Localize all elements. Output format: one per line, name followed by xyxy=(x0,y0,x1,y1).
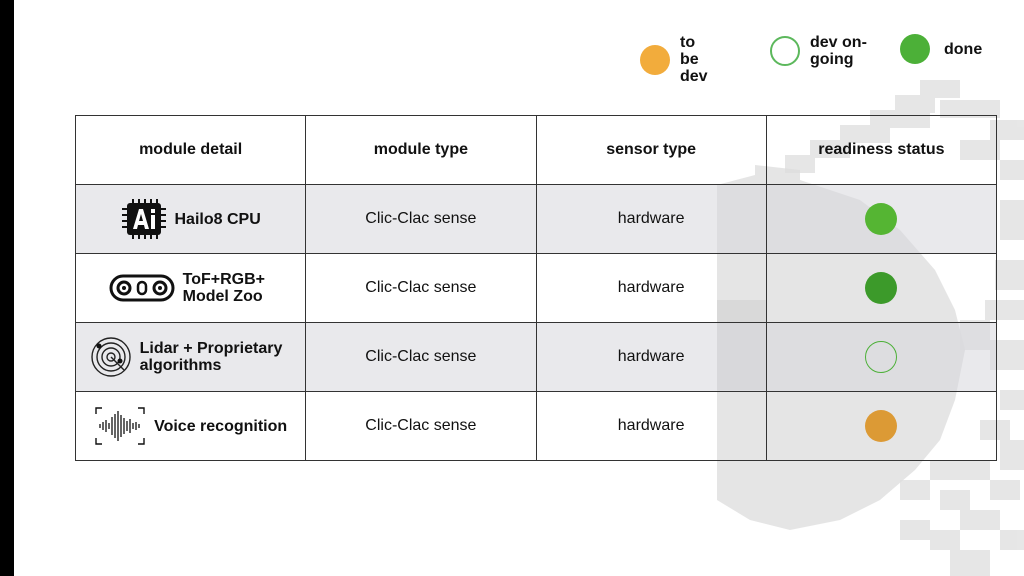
table-header-row: module detail module type sensor type re… xyxy=(74,115,998,185)
status-done-icon xyxy=(865,203,898,235)
module-detail-cell: Hailo8 CPU xyxy=(74,184,307,254)
legend-label: to be dev xyxy=(680,34,708,85)
legend-label: done xyxy=(944,40,983,58)
module-name: ToF+RGB+ Model Zoo xyxy=(182,271,265,305)
sensor-type-cell: hardware xyxy=(535,184,767,254)
module-detail-cell: Voice recognition xyxy=(74,391,307,461)
readiness-table: module detail module type sensor type re… xyxy=(74,115,998,461)
module-detail-cell: ToF+RGB+ Model Zoo xyxy=(74,253,307,323)
lidar-icon xyxy=(90,337,131,377)
legend-item-to-be-dev: to be dev xyxy=(640,34,708,85)
module-type-cell: Clic-Clac sense xyxy=(305,253,537,323)
module-name: Voice recognition xyxy=(154,417,288,435)
orange-dot-icon xyxy=(640,44,670,75)
module-type-cell: Clic-Clac sense xyxy=(305,184,537,254)
status-done-icon xyxy=(865,272,898,304)
module-type-cell: Clic-Clac sense xyxy=(305,391,537,461)
readiness-status-cell xyxy=(765,184,998,254)
table-row: Lidar + Proprietary algorithms Clic-Clac… xyxy=(74,322,998,392)
module-name: Hailo8 CPU xyxy=(174,210,261,228)
sensor-type-cell: hardware xyxy=(535,253,767,323)
legend-item-done: done xyxy=(900,34,982,64)
readiness-status-cell xyxy=(765,391,998,461)
header-module-detail: module detail xyxy=(74,115,307,185)
green-dot-icon xyxy=(900,34,930,64)
legend-item-dev-on-going: dev on-going xyxy=(770,34,872,68)
sensor-type-cell: hardware xyxy=(535,391,767,461)
sensor-type-cell: hardware xyxy=(535,322,767,392)
left-black-bar xyxy=(0,0,14,576)
header-sensor-type: sensor type xyxy=(535,115,767,185)
module-detail-cell: Lidar + Proprietary algorithms xyxy=(74,322,307,392)
camera-icon xyxy=(109,274,175,302)
header-readiness-status: readiness status xyxy=(765,115,998,185)
status-to-be-dev-icon xyxy=(865,410,898,442)
table-row: Voice recognition Clic-Clac sense hardwa… xyxy=(74,391,998,461)
voice-wave-icon xyxy=(95,407,145,445)
module-name: Lidar + Proprietary algorithms xyxy=(139,340,283,374)
ai-chip-icon xyxy=(121,199,166,239)
header-module-type: module type xyxy=(305,115,537,185)
status-ongoing-icon xyxy=(865,341,898,373)
legend-label: dev on-going xyxy=(810,34,867,68)
readiness-status-cell xyxy=(765,253,998,323)
table-row: Hailo8 CPU Clic-Clac sense hardware xyxy=(74,184,998,254)
table-row: ToF+RGB+ Model Zoo Clic-Clac sense hardw… xyxy=(74,253,998,323)
module-type-cell: Clic-Clac sense xyxy=(305,322,537,392)
readiness-status-cell xyxy=(765,322,998,392)
green-outline-dot-icon xyxy=(770,36,800,66)
